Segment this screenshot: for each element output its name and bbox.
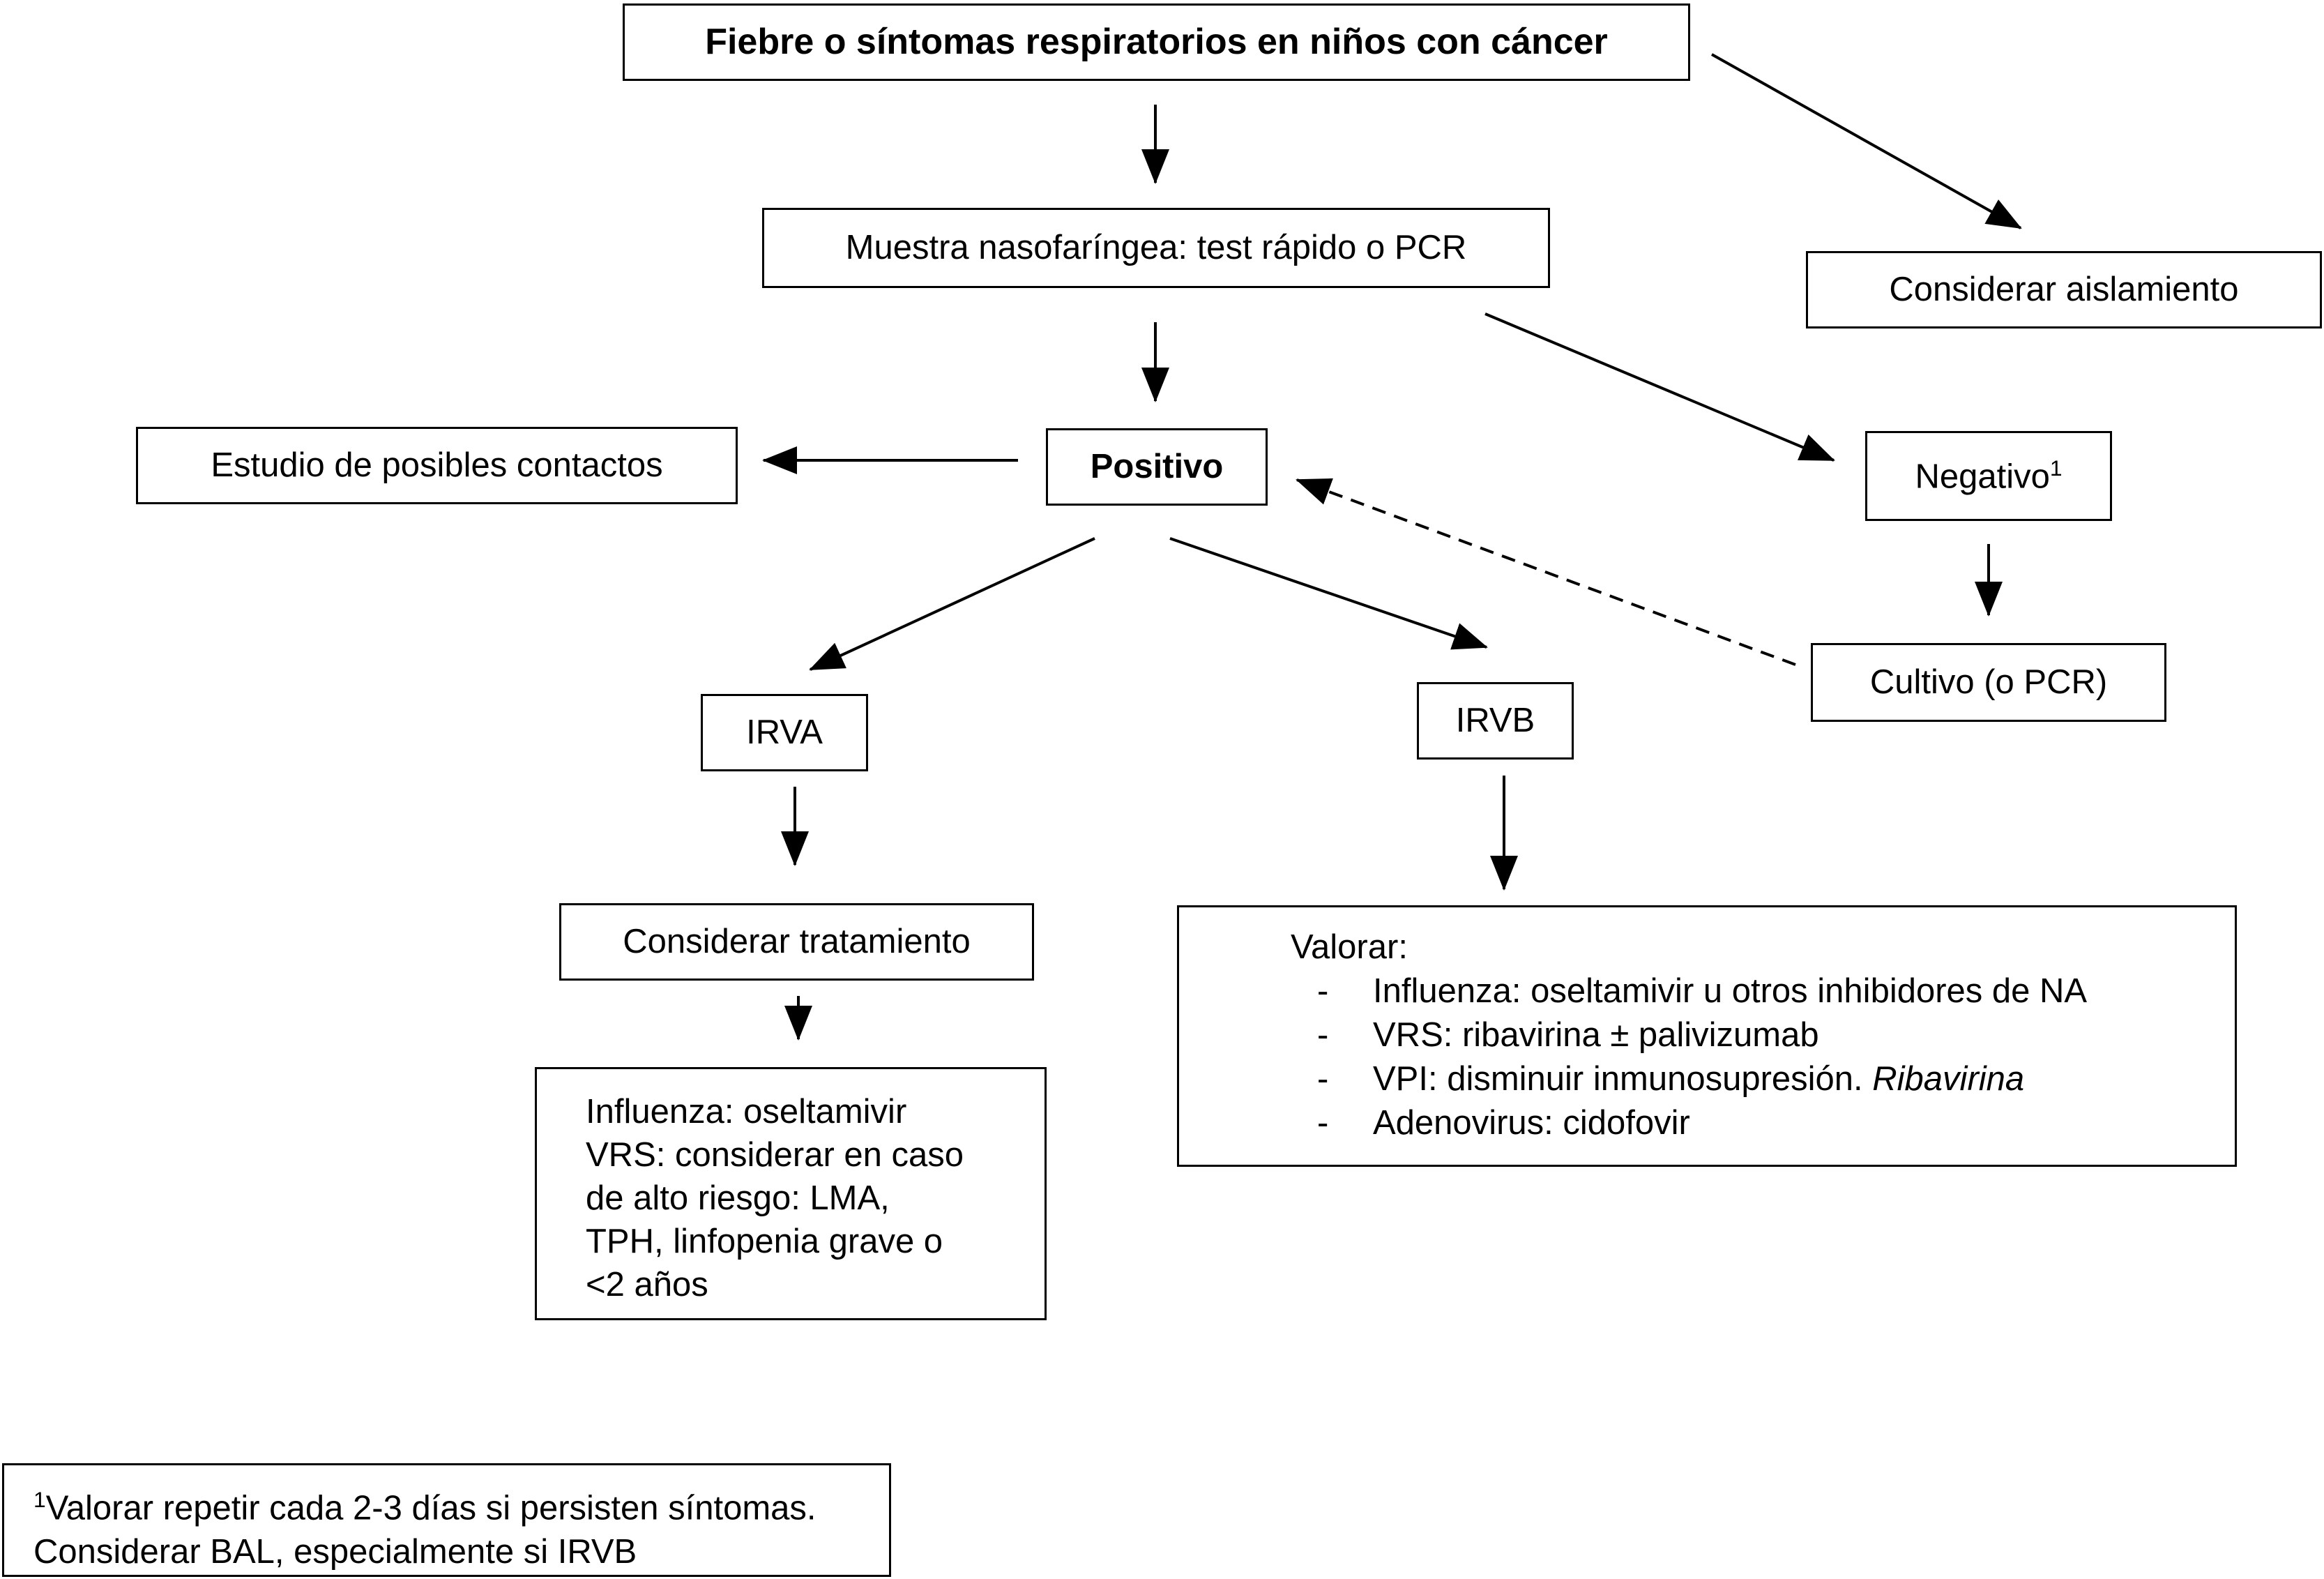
culture-label: Cultivo (o PCR) [1869,663,2108,702]
irvb-valorar-title: Valorar: [1291,928,1408,966]
footnote-line-1: 1Valorar repetir cada 2-3 días si persis… [33,1478,817,1530]
footnote-box: 1Valorar repetir cada 2-3 días si persis… [2,1463,891,1577]
isolation-label: Considerar aislamiento [1889,271,2239,309]
irvb-valorar-content: Valorar: - Influenza: oseltamivir u otro… [1291,926,2087,1145]
list-dash: - [1317,1060,1329,1098]
contacts-label: Estudio de posibles contactos [211,446,663,485]
irvb-valorar-box: Valorar: - Influenza: oseltamivir u otro… [1177,905,2237,1167]
negative-box: Negativo1 [1865,431,2112,521]
footnote-marker: 1 [33,1487,46,1512]
negative-footnote-marker: 1 [2049,455,2063,481]
sample-label: Muestra nasofaríngea: test rápido o PCR [845,229,1467,267]
list-item-text: Influenza: oseltamivir u otros inhibidor… [1373,972,2088,1010]
negative-label: Negativo1 [1915,455,2062,497]
irva-label: IRVA [746,713,823,752]
arrow-positive-to-irva [809,537,1095,671]
arrow-positive-to-irvb [1169,537,1488,650]
root-label: Fiebre o síntomas respiratorios en niños… [705,22,1608,63]
irvb-list-item: - VPI: disminuir inmunosupresión. Ribavi… [1291,1057,2087,1101]
irvb-box: IRVB [1417,682,1574,760]
arrow-root-to-isolation [1711,53,2022,229]
irvb-list-item: - VRS: ribavirina ± palivizumab [1291,1013,2087,1057]
consider-treatment-label: Considerar tratamiento [623,923,971,961]
list-dash: - [1317,972,1329,1010]
irva-treatment-line: Influenza: oseltamivir [586,1093,907,1131]
contacts-box: Estudio de posibles contactos [136,427,738,504]
list-item-text-italic: Ribavirina [1872,1060,2025,1098]
list-item-text: VRS: ribavirina ± palivizumab [1373,1016,1819,1054]
arrow-sample-to-negative [1484,312,1835,462]
list-item-text-plain: VPI: disminuir inmunosupresión. [1373,1060,1873,1098]
irvb-label: IRVB [1455,702,1535,740]
irva-treatment-line: <2 años [586,1266,708,1304]
footnote-content: 1Valorar repetir cada 2-3 días si persis… [33,1478,817,1574]
irvb-list-item: - Influenza: oseltamivir u otros inhibid… [1291,969,2087,1013]
irva-treatment-line: TPH, linfopenia grave o [586,1223,943,1260]
list-dash: - [1317,1104,1329,1142]
culture-box: Cultivo (o PCR) [1811,643,2166,722]
list-dash: - [1317,1016,1329,1054]
positive-label: Positivo [1090,448,1224,486]
list-item-text: Adenovirus: cidofovir [1373,1104,1690,1142]
isolation-box: Considerar aislamiento [1806,251,2322,328]
irva-treatment-line: VRS: considerar en caso [586,1136,964,1174]
irvb-list-item: - Adenovirus: cidofovir [1291,1101,2087,1145]
arrow-culture-to-positive-dashed [1296,478,1796,666]
irva-treatment-list: Influenza: oseltamivir VRS: considerar e… [586,1090,964,1306]
root-box: Fiebre o síntomas respiratorios en niños… [623,3,1690,81]
positive-box: Positivo [1046,428,1268,506]
negative-text: Negativo [1915,458,2050,496]
irva-box: IRVA [701,694,868,771]
list-item-text: VPI: disminuir inmunosupresión. Ribaviri… [1373,1057,2024,1101]
consider-treatment-box: Considerar tratamiento [559,903,1034,981]
irva-treatment-box: Influenza: oseltamivir VRS: considerar e… [535,1067,1047,1320]
irva-treatment-line: de alto riesgo: LMA, [586,1179,890,1217]
sample-box: Muestra nasofaríngea: test rápido o PCR [762,208,1550,288]
footnote-line-2: Considerar BAL, especialmente si IRVB [33,1533,637,1571]
footnote-text-1: Valorar repetir cada 2-3 días si persist… [45,1489,817,1527]
